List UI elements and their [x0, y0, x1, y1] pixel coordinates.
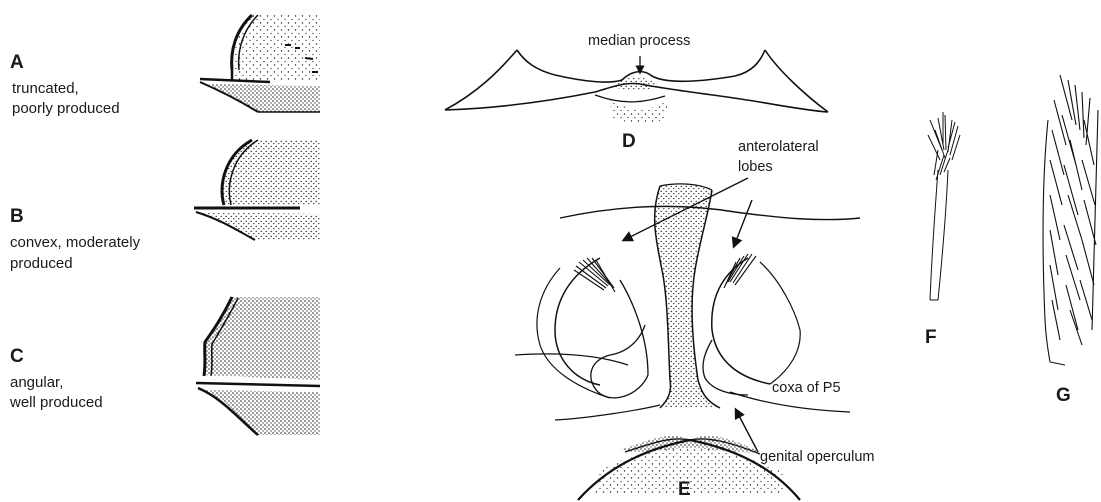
panel-f-drawing — [928, 112, 960, 300]
left-lobe-setae — [574, 258, 615, 292]
panel-a-letter: A — [10, 51, 24, 75]
median-process-label: median process — [588, 32, 690, 50]
panel-d-drawing — [445, 50, 828, 123]
panel-b-desc-line2: produced — [10, 255, 73, 274]
coxa-label: coxa of P5 — [772, 379, 841, 397]
right-lobe-setae — [724, 254, 756, 288]
panel-b-drawing — [194, 140, 320, 240]
panel-f-letter: F — [925, 326, 937, 350]
panel-g-drawing — [1043, 75, 1098, 365]
genital-operculum-label: genital operculum — [760, 448, 874, 466]
panel-c-desc-line2: well produced — [10, 394, 103, 413]
panel-b-desc-line1: convex, moderately — [10, 234, 140, 253]
panel-c-letter: C — [10, 345, 24, 369]
panel-d-letter: D — [622, 130, 636, 154]
panel-c-desc-line1: angular, — [10, 374, 63, 393]
panel-c-drawing — [196, 297, 320, 435]
panel-a-desc-line1: truncated, — [12, 80, 79, 99]
anterolateral-label-line2: lobes — [738, 158, 773, 176]
anterolateral-arrow-right — [734, 200, 752, 246]
panel-a-desc-line2: poorly produced — [12, 100, 120, 119]
panel-b-letter: B — [10, 205, 24, 229]
anterolateral-label-line1: anterolateral — [738, 138, 819, 156]
panel-a-drawing — [200, 15, 320, 112]
panel-g-letter: G — [1056, 384, 1071, 408]
panel-e-letter: E — [678, 478, 691, 502]
